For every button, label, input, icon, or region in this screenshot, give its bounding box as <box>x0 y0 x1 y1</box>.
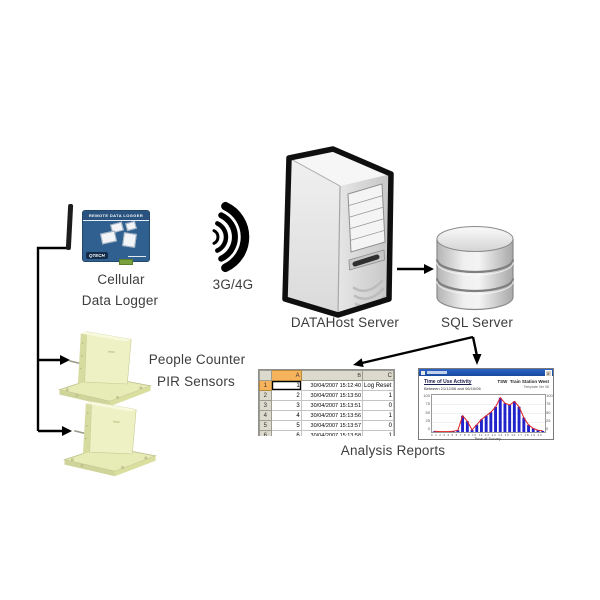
cellular-label-line1: Cellular <box>97 272 145 287</box>
y-tick-label: 100 <box>423 393 430 398</box>
arrowhead-sensor1 <box>60 355 70 365</box>
arrowhead-sql <box>424 264 434 274</box>
sql-to-chart-line <box>471 336 479 357</box>
cell-C2: 1 <box>362 390 394 401</box>
x-axis-ticks: 0 1 2 3 4 5 6 7 8 9 10 11 12 13 14 15 16… <box>431 432 544 437</box>
row-header-5: 5 <box>259 420 272 431</box>
window-titlebar: x <box>419 369 553 378</box>
report-subtitle: Between 21/12/06 and 06/10/06 <box>424 386 481 391</box>
y-tick-label: 50 <box>546 409 551 415</box>
row-header-4: 4 <box>259 410 272 421</box>
network-label: 3G/4G <box>212 277 254 292</box>
wireless-signal-icon <box>212 201 250 273</box>
chart-report-window: x Time of Use Activity Between 21/12/06 … <box>418 368 554 441</box>
logger-brand-label: QTECH <box>86 252 108 259</box>
row-header-1: 1 <box>259 380 272 391</box>
y-tick-label: 25 <box>546 417 551 423</box>
y-tick-label: 25 <box>425 417 430 423</box>
close-icon: x <box>544 369 552 378</box>
y-tick-label: 75 <box>546 401 551 407</box>
report-template-label: Template Ver 08 <box>523 385 549 389</box>
sql-label: SQL Server <box>440 315 514 330</box>
cell-A1: 1 <box>270 380 302 391</box>
cell-C5: 0 <box>362 420 394 431</box>
sql-to-sheet-line <box>361 335 474 365</box>
cell-B1: 30/04/2007 15:12:40 <box>300 380 364 391</box>
y-tick-label: 100 <box>546 393 553 398</box>
logger-url-smudge <box>128 255 146 257</box>
datahost-label: DATAHost Server <box>290 315 400 330</box>
cell-B3: 30/04/2007 15:13:51 <box>300 400 364 411</box>
cell-C1: Log Reset <box>362 380 394 391</box>
pir-sensor-2 <box>61 392 161 484</box>
cellular-label-line2: Data Logger <box>81 293 159 308</box>
report-site-label: TSW Train Station West <box>497 379 549 384</box>
cellular-data-logger-device: REMOTE DATA LOGGER QTECH <box>83 211 149 265</box>
corner-cell <box>259 370 272 381</box>
y-tick-label: 0 <box>546 426 549 431</box>
column-header-B: B <box>300 370 364 381</box>
cell-C3: 0 <box>362 400 394 411</box>
column-header-C: C <box>362 370 394 381</box>
cell-B2: 30/04/2007 15:13:50 <box>300 390 364 401</box>
cell-B4: 30/04/2007 15:13:56 <box>300 410 364 421</box>
logger-graphic-icon <box>100 230 117 245</box>
y-tick-label: 50 <box>425 409 430 415</box>
arrowhead-chart <box>472 354 482 365</box>
sql-database-icon <box>435 226 515 311</box>
cell-A2: 2 <box>270 390 302 401</box>
people-counter-label-line1: People Counter <box>148 352 246 367</box>
arrowhead-sensor2 <box>62 426 72 436</box>
datahost-server-icon <box>282 146 394 318</box>
trunk-line <box>36 246 70 431</box>
cell-A4: 4 <box>270 410 302 421</box>
y-tick-label: 0 <box>427 426 430 431</box>
cell-B6: 30/04/2007 15:13:58 <box>300 430 364 436</box>
cell-C6: 1 <box>362 430 394 436</box>
row-header-2: 2 <box>259 390 272 401</box>
logger-graphic-icon <box>125 220 137 232</box>
row-header-6: 6 <box>259 430 272 436</box>
mini-bar-chart <box>431 394 546 433</box>
logger-banner-label: REMOTE DATA LOGGER <box>83 211 149 221</box>
column-header-A: A <box>270 370 302 381</box>
report-title: Time of Use Activity <box>424 379 472 385</box>
cell-A3: 3 <box>270 400 302 411</box>
y-tick-label: 75 <box>425 401 430 407</box>
cell-A6: 6 <box>270 430 302 436</box>
window-icon <box>420 370 425 375</box>
people-counter-label-line2: PIR Sensors <box>157 374 235 389</box>
cell-C4: 1 <box>362 410 394 421</box>
window-title-smudge <box>427 371 447 374</box>
analysis-label: Analysis Reports <box>340 443 446 458</box>
logger-connector-icon <box>119 259 133 265</box>
row-header-3: 3 <box>259 400 272 411</box>
cell-A5: 5 <box>270 420 302 431</box>
arrowhead-sheet <box>353 358 364 368</box>
x-axis-label: Time of Survey <box>474 436 501 441</box>
cell-B5: 30/04/2007 15:13:57 <box>300 420 364 431</box>
logger-graphic-icon <box>122 232 137 248</box>
